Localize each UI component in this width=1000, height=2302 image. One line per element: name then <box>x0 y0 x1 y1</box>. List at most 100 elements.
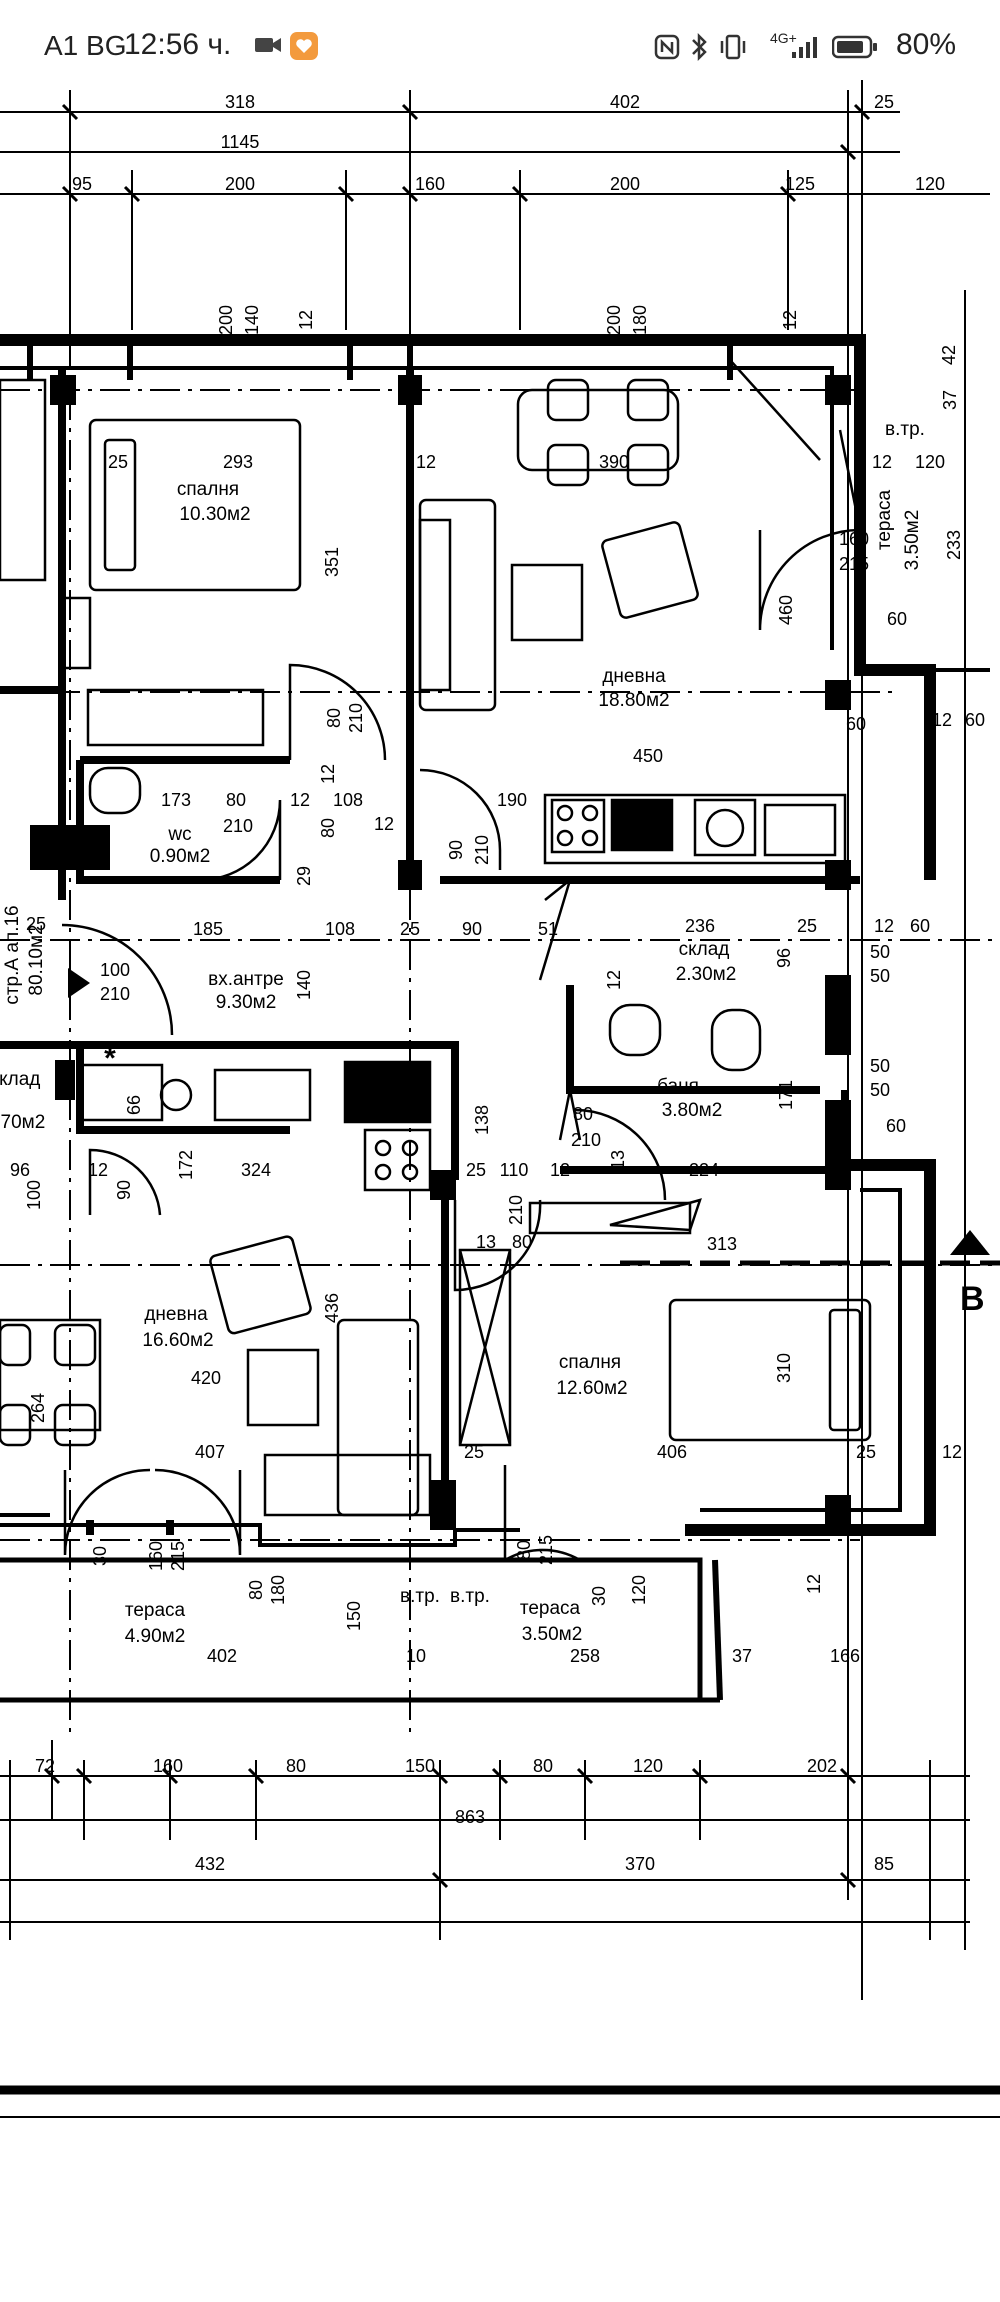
dimension-label: 150 <box>405 1756 435 1776</box>
room-label: 3.70м2 <box>0 1112 45 1133</box>
dimension-label: 450 <box>633 746 663 766</box>
toilet-bath <box>710 1008 762 1072</box>
dimension-label: 25 <box>797 916 817 936</box>
section-mark: В <box>960 1280 985 1318</box>
sink <box>763 803 837 857</box>
doors <box>61 359 862 1563</box>
bed-2 <box>668 1298 872 1442</box>
dimension-label: 160 <box>839 529 869 549</box>
room-label: дневна <box>144 1304 208 1325</box>
battery-percent: 80% <box>896 28 957 61</box>
dimension-label: 60 <box>887 609 907 629</box>
dimension-label: 173 <box>161 790 191 810</box>
room-label: вх.антре <box>208 969 284 990</box>
dimension-label: 12 <box>290 790 310 810</box>
dimension-label: 30 <box>589 1586 609 1606</box>
dimension-label: 12 <box>296 310 316 330</box>
room-label: тераса <box>520 1598 581 1619</box>
room-label: 18.80м2 <box>598 690 669 711</box>
dimension-label: 160 <box>146 1541 166 1571</box>
floor-plan: В спалня 10.30м2 дневна 18.80м2 тераса 3… <box>0 80 1000 2118</box>
dimension-label: 25 <box>856 1442 876 1462</box>
plan-annotation: * <box>104 1042 116 1075</box>
dimension-label: 37 <box>940 390 960 410</box>
dimension-label: 180 <box>268 1575 288 1605</box>
room-label: 80.10м2 <box>26 924 47 995</box>
dimension-label: 140 <box>242 305 262 335</box>
dimension-label: 160 <box>153 1756 183 1776</box>
dimension-label: 60 <box>965 710 985 730</box>
dimension-label: 50 <box>870 1080 890 1100</box>
dimension-label: 215 <box>536 1535 556 1565</box>
dimension-label: 60 <box>846 714 866 734</box>
plan-annotation: в.тр. <box>885 419 925 440</box>
dimension-label: 90 <box>114 1180 134 1200</box>
dimension-label: 1145 <box>221 132 260 152</box>
dimension-label: 100 <box>24 1180 44 1210</box>
dimension-label: 25 <box>26 914 46 934</box>
dimension-label: 90 <box>462 919 482 939</box>
video-call-icon <box>254 34 282 56</box>
dimension-label: 210 <box>346 703 366 733</box>
dimension-label: 436 <box>322 1293 342 1323</box>
dimension-label: 863 <box>455 1807 485 1827</box>
dimension-label: 50 <box>870 1056 890 1076</box>
kitchen-counter <box>543 793 847 865</box>
dimension-label: 100 <box>100 960 130 980</box>
room-label: 4.90м2 <box>125 1626 186 1647</box>
dimension-label: 236 <box>685 916 715 936</box>
dimension-label: 140 <box>294 970 314 1000</box>
dimension-label: 200 <box>216 305 236 335</box>
room-label: 12.60м2 <box>556 1378 627 1399</box>
dimension-label: 190 <box>497 790 527 810</box>
dimension-label: 96 <box>10 1160 30 1180</box>
dimension-label: 12 <box>88 1160 108 1180</box>
interior-walls <box>0 370 860 1535</box>
kitchen-unit-2 <box>80 1063 164 1122</box>
dimension-label: 172 <box>176 1150 196 1180</box>
dimension-label: 80 <box>318 818 338 838</box>
dimension-label: 85 <box>874 1854 894 1874</box>
dimension-label: 80 <box>512 1232 532 1252</box>
clock: 12:56 ч. <box>124 28 232 61</box>
sofa-1 <box>418 498 497 712</box>
dimension-label: 210 <box>100 984 130 1004</box>
bed-1 <box>88 418 302 592</box>
dimension-label: 12 <box>874 916 894 936</box>
dimension-label: 108 <box>325 919 355 939</box>
coffee-table-1 <box>510 563 584 642</box>
signal-icon <box>790 34 820 60</box>
room-label: склад <box>0 1069 40 1090</box>
room-label: тераса <box>874 489 895 550</box>
dimension-label: 96 <box>774 948 794 968</box>
dimension-label: 12 <box>872 452 892 472</box>
dimension-label: 10 <box>406 1646 426 1666</box>
dimension-label: 264 <box>28 1393 48 1423</box>
room-label: 16.60м2 <box>142 1330 213 1351</box>
room-label: дневна <box>602 666 666 687</box>
room-label: склад <box>679 939 730 960</box>
room-label: 3.50м2 <box>522 1624 583 1645</box>
dimension-label: 42 <box>939 345 959 365</box>
dimension-label: 125 <box>785 174 815 194</box>
room-label: 10.30м2 <box>179 504 250 525</box>
washbasin <box>608 1003 662 1057</box>
dimension-label: 12 <box>550 1160 570 1180</box>
center-lines <box>0 340 1000 1740</box>
dimension-label: 12 <box>780 310 800 330</box>
dimension-label: 12 <box>942 1442 962 1462</box>
floor-plan-viewer[interactable]: В спалня 10.30м2 дневна 18.80м2 тераса 3… <box>0 80 1000 2222</box>
dimension-label: 12 <box>804 1574 824 1594</box>
dimension-label: 202 <box>807 1756 837 1776</box>
dimension-ticks <box>43 103 871 1889</box>
dimension-labels: 318 402 25 1145 95 200 160 200 125 120 2… <box>10 92 985 1874</box>
stove <box>550 798 606 854</box>
room-label: 3.50м2 <box>902 510 923 571</box>
dimension-label: 12 <box>604 970 624 990</box>
dimension-label: 200 <box>225 174 255 194</box>
dimension-label: 120 <box>629 1575 649 1605</box>
dimension-label: 120 <box>915 452 945 472</box>
dimension-label: 402 <box>610 92 640 112</box>
dimension-label: 233 <box>944 530 964 560</box>
dimension-label: 324 <box>241 1160 271 1180</box>
